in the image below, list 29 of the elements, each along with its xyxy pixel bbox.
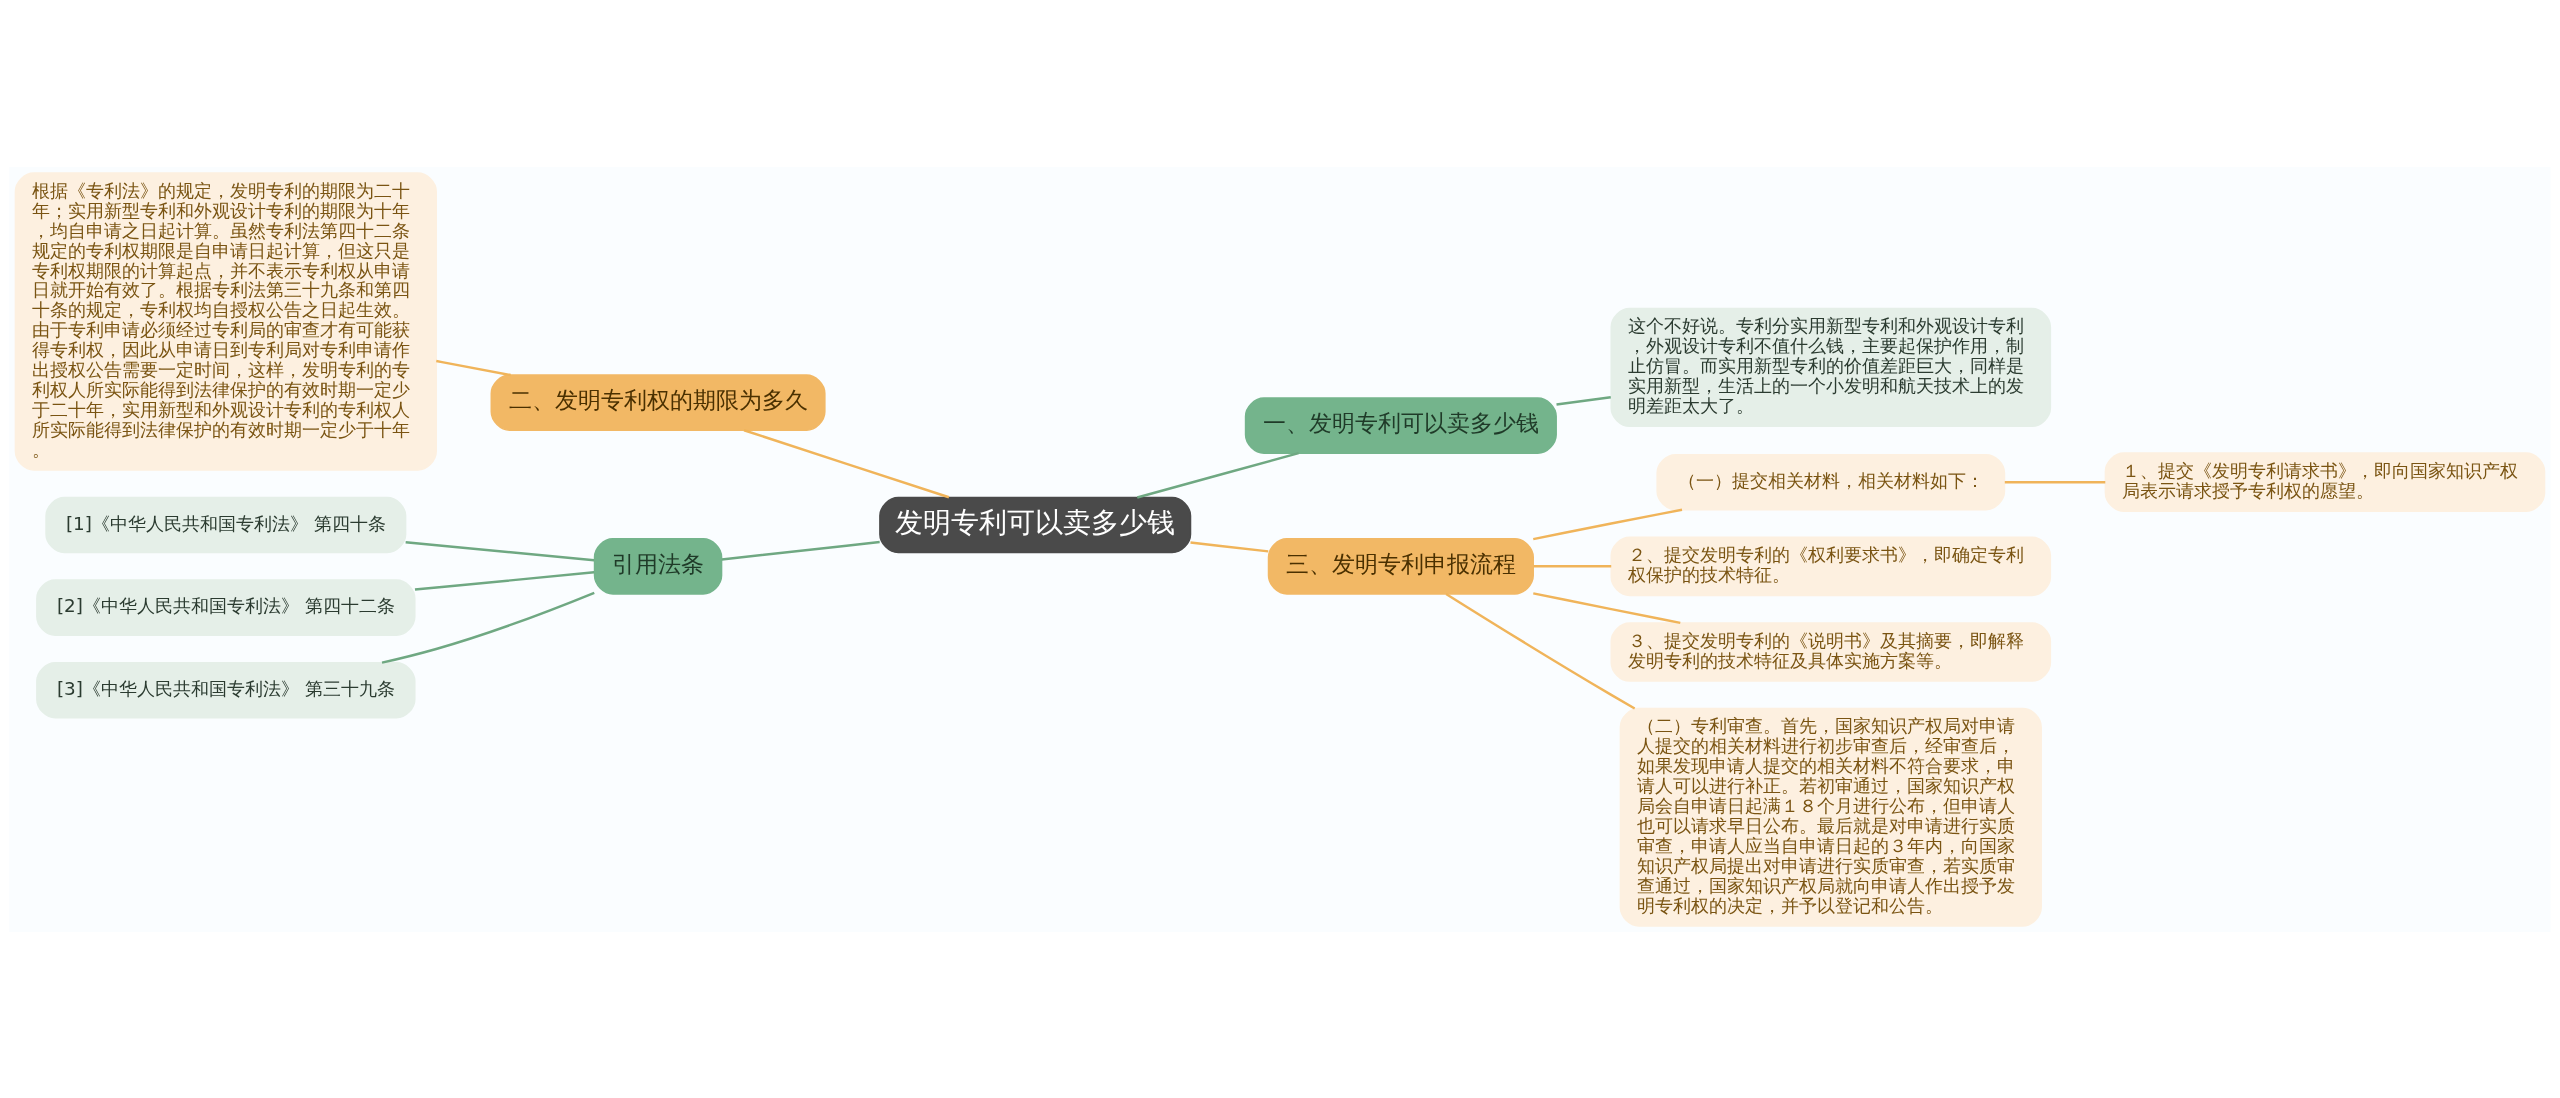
- connector: [1445, 592, 1636, 710]
- node-box: 这个不好说。专利分实用新型专利和外观设计专利，外观设计专利不值什么钱，主要起保护作用，制止仿冒。而实用新型专利的价值差距巨大，同样是实用新型，生活上的一个小发明和航天技术上的发明差距太大了。: [1610, 307, 2052, 427]
- connector: [1533, 508, 1683, 540]
- connector: [721, 540, 880, 561]
- node-box: 一、发明专利可以卖多少钱: [1244, 396, 1557, 454]
- node-box: （二）专利审查。首先，国家知识产权局对申请人提交的相关材料进行初步审查后，经审查后，如果发现申请人提交的相关材料不符合要求，申请人可以进行补正。若初审通过，国家知识产权局会自申请日起满１８个月进行公布，但申请人也可以请求早日公布。最后就是对申请进行实质审查，申请人应当自申请日起的３年内，向国家知识产权局提出对申请进行实质审查，若实质审查通过，国家知识产权局就向申请人作出授予发明专利权的决定，并予以登记和公告。: [1619, 707, 2042, 927]
- node-box: 三、发明专利申报流程: [1267, 537, 1534, 595]
- connector: [1556, 395, 1611, 406]
- connector: [1533, 564, 1612, 568]
- node-box: 二、发明专利权的期限为多久: [490, 373, 826, 431]
- node-box: [2]《中华人民共和国专利法》 第四十二条: [36, 578, 416, 636]
- node-box: 发明专利可以卖多少钱: [879, 496, 1192, 553]
- connector: [436, 359, 511, 376]
- node-box: 引用法条: [593, 537, 723, 595]
- connector: [414, 570, 595, 591]
- node-box: １、提交《发明专利请求书》，即向国家知识产权局表示请求授予专利权的愿望。: [2104, 451, 2546, 512]
- node-box: （一）提交相关材料，相关材料如下：: [1656, 453, 2006, 510]
- connector: [1533, 591, 1681, 624]
- connector: [2004, 480, 2106, 483]
- node-box: ２、提交发明专利的《权利要求书》，即确定专利权保护的技术特征。: [1610, 536, 2052, 596]
- connector: [1190, 540, 1269, 553]
- node-box: [3]《中华人民共和国专利法》 第三十九条: [36, 661, 416, 719]
- connector: [743, 428, 950, 498]
- connector: [1136, 451, 1299, 499]
- node-box: [1]《中华人民共和国专利法》 第四十条: [45, 496, 407, 553]
- node-box: 根据《专利法》的规定，发明专利的期限为二十年；实用新型专利和外观设计专利的期限为十年，均自申请之日起计算。虽然专利法第四十二条规定的专利权期限是自申请日起计算，但这只是专利权期限的计算起点，并不表示专利权从申请日就开始有效了。根据专利法第三十九条和第四十条的规定，专利权均自授权公告之日起生效。由于专利申请必须经过专利局的审查才有可能获得专利权，因此从申请日到专利局对专利申请作出授权公告需要一定时间，这样，发明专利的专利权人所实际能得到法律保护的有效时期一定少于二十年，实用新型和外观设计专利的专利权人所实际能得到法律保护的有效时期一定少于十年。: [14, 171, 437, 471]
- connector: [405, 540, 595, 562]
- connector: [381, 591, 595, 664]
- node-box: ３、提交发明专利的《说明书》及其摘要，即解释发明专利的技术特征及具体实施方案等。: [1610, 621, 2052, 682]
